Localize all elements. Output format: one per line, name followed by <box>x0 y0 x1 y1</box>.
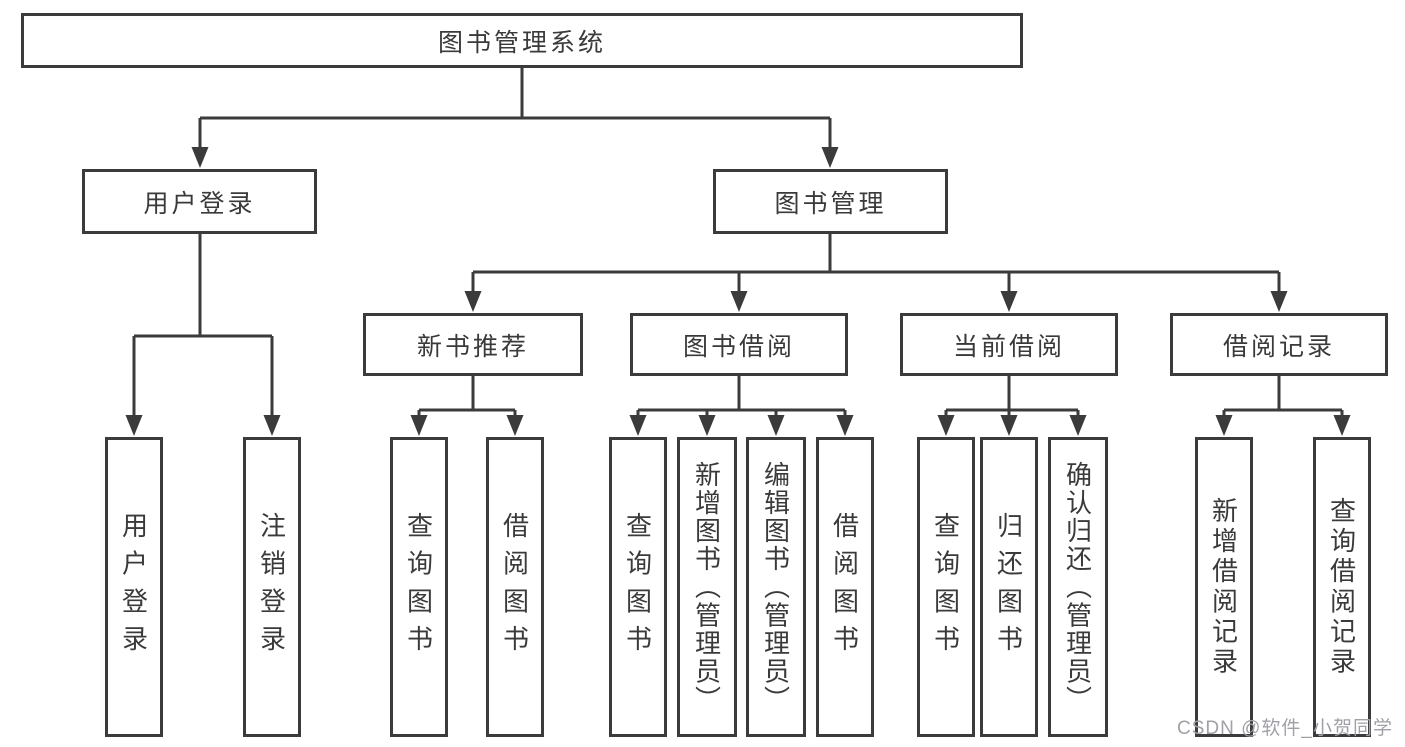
node-book-management: 图书管理 <box>713 169 948 234</box>
node-book-borrow: 图书借阅 <box>630 313 848 376</box>
leaf-logout: 注销登录 <box>243 437 301 737</box>
leaf-borrow-books-recommend: 借阅图书 <box>486 437 544 737</box>
leaf-add-book-admin: 新增图书（管理员） <box>677 437 737 737</box>
leaf-query-borrow-record: 查询借阅记录 <box>1313 437 1371 737</box>
node-new-book-recommend: 新书推荐 <box>363 313 583 376</box>
node-borrow-records: 借阅记录 <box>1170 313 1388 376</box>
leaf-confirm-return-admin: 确认归还（管理员） <box>1048 437 1108 737</box>
node-user-login: 用户登录 <box>82 169 317 234</box>
leaf-user-login: 用户登录 <box>105 437 163 737</box>
csdn-watermark: CSDN @软件_小贺同学 <box>1177 718 1393 739</box>
leaf-query-books-current: 查询图书 <box>917 437 975 737</box>
leaf-query-books-recommend: 查询图书 <box>390 437 448 737</box>
leaf-add-borrow-record: 新增借阅记录 <box>1195 437 1253 737</box>
leaf-borrow-books: 借阅图书 <box>816 437 874 737</box>
node-library-system: 图书管理系统 <box>21 13 1023 68</box>
leaf-query-books-borrow: 查询图书 <box>609 437 667 737</box>
leaf-edit-book-admin: 编辑图书（管理员） <box>746 437 806 737</box>
leaf-return-book: 归还图书 <box>980 437 1038 737</box>
node-current-borrow: 当前借阅 <box>900 313 1118 376</box>
